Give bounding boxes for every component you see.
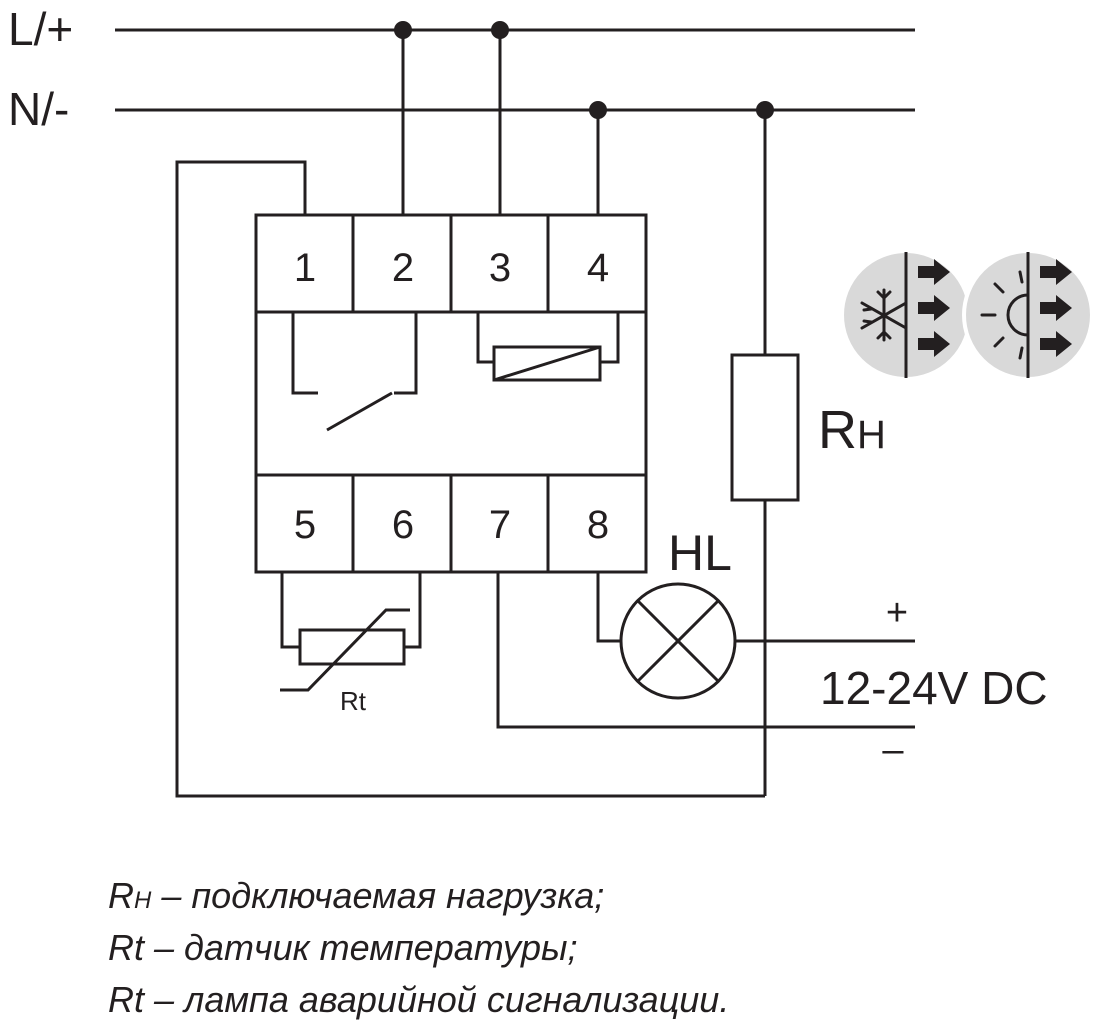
legend-item: Rt – лампа аварийной сигнализации. [108,979,730,1020]
dc-plus-label: + [886,592,908,634]
dc-voltage-label: 12-24V DC [820,662,1048,714]
load-label: RH [818,400,886,460]
terminal-1: 1 [294,246,316,290]
load-rh [730,353,800,502]
phase-label: L/+ [8,3,73,55]
terminal-6: 6 [392,503,414,547]
terminal-5: 5 [294,503,316,547]
wire-dc-minus [496,572,915,729]
legend: RH – подключаемая нагрузка; Rt – датчик … [108,872,729,1028]
terminal-7: 7 [489,503,511,547]
snowflake-icon [840,249,972,381]
terminal-2: 2 [392,246,414,290]
thermistor [280,572,300,649]
junction-dot [756,101,774,119]
dc-minus-label: – [882,729,904,771]
junction-dot [394,21,412,39]
wire-terminal-1 [175,160,765,798]
lamp-label: HL [668,525,732,581]
legend-item: RH – подключаемая нагрузка; [108,875,605,916]
sun-icon [962,249,1094,381]
relay-coil [476,312,494,364]
legend-item: Rt – датчик температуры; [108,927,578,968]
relay-contact [291,312,318,395]
terminal-3: 3 [489,246,511,290]
wire-lamp [596,572,621,643]
neutral-label: N/- [8,83,69,135]
junction-dot [589,101,607,119]
terminal-8: 8 [587,503,609,547]
junction-dot [491,21,509,39]
terminal-4: 4 [587,246,609,290]
sensor-label: Rt [340,686,367,716]
